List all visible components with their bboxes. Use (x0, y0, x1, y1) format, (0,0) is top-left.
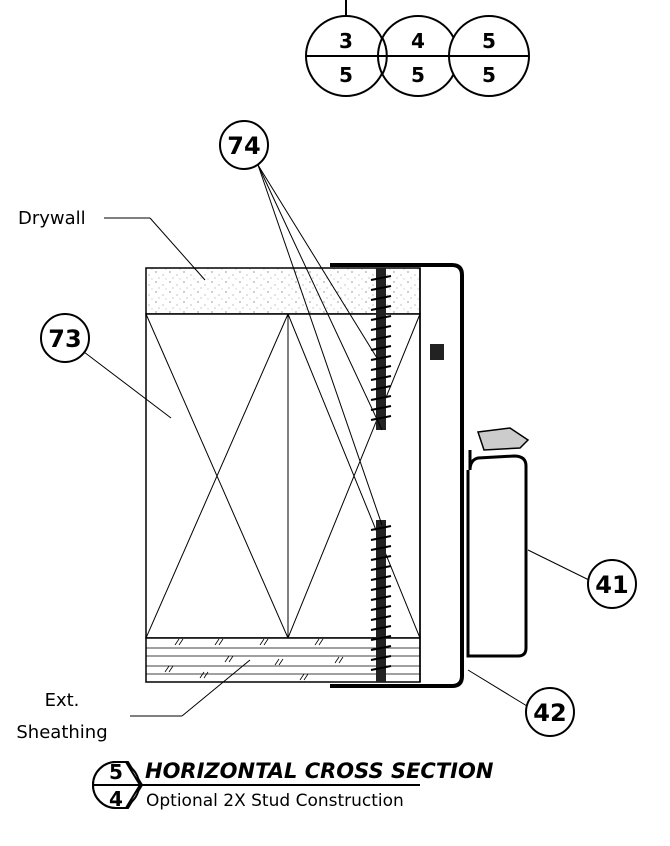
drawing-subtitle: Optional 2X Stud Construction (146, 791, 404, 811)
sheathing-label-group: Ext. Sheathing (16, 659, 251, 743)
ref-2-top: 4 (411, 29, 425, 53)
ref-1-bottom: 5 (339, 63, 353, 87)
drywall-label-group: Drywall (18, 208, 206, 281)
detail-number: 5 (109, 760, 123, 784)
framing-x-line (145, 313, 289, 639)
svg-text:41: 41 (595, 571, 628, 599)
drywall-label: Drywall (18, 208, 86, 229)
ref-3-bottom: 5 (482, 63, 496, 87)
fastener-block (430, 344, 444, 360)
metal-channel (330, 263, 464, 688)
drywall-layer (145, 267, 421, 315)
ref-1-top: 3 (339, 29, 353, 53)
wall-assembly (145, 263, 530, 688)
clip-assembly (466, 427, 530, 658)
callout-41: 41 (527, 549, 637, 609)
callout-73: 73 (40, 313, 172, 419)
svg-text:74: 74 (227, 132, 260, 160)
svg-text:73: 73 (48, 325, 81, 353)
sheet-number: 4 (109, 787, 123, 811)
sheathing-hatch (146, 638, 420, 681)
screw-lower (370, 520, 392, 682)
title-block: 5 4 HORIZONTAL CROSS SECTION Optional 2X… (92, 759, 494, 811)
framing-x-line (287, 313, 421, 639)
reference-bubbles: 3 5 4 5 5 5 (305, 0, 530, 97)
callout-42: 42 (467, 669, 575, 737)
stud-cavity (145, 313, 421, 639)
sheathing-label-line2: Sheathing (16, 722, 107, 743)
screw-upper (370, 268, 392, 430)
svg-text:42: 42 (533, 699, 566, 727)
ref-2-bottom: 5 (411, 63, 425, 87)
sheathing-label-line1: Ext. (45, 690, 80, 711)
ref-3-top: 5 (482, 29, 496, 53)
callout-74: 74 (219, 120, 383, 526)
drawing-title: HORIZONTAL CROSS SECTION (145, 759, 494, 783)
